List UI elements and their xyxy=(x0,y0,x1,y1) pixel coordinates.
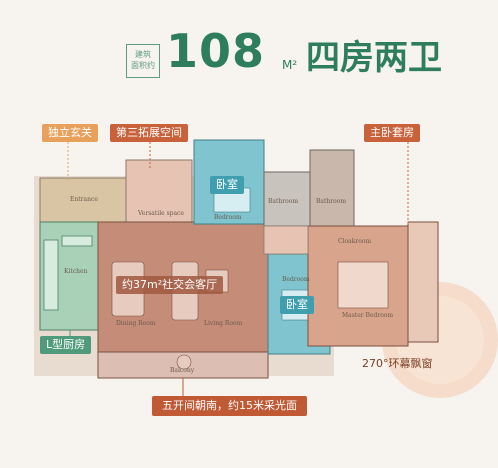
tag-kitchen: L型厨房 xyxy=(40,336,92,354)
label-bedroom-bottom: 卧室 xyxy=(280,296,314,314)
area-unit: M² xyxy=(282,58,298,72)
label-bay-window: 270°环幕飘窗 xyxy=(362,357,433,370)
label-bedroom-en2: Bedroom xyxy=(282,276,310,283)
label-bedroom-en1: Bedroom xyxy=(214,214,242,221)
label-dining: Dining Room xyxy=(116,320,156,327)
tag-living: 约37m²社交会客厅 xyxy=(116,276,224,294)
label-bedroom-top: 卧室 xyxy=(210,176,244,194)
bathroom-1 xyxy=(263,171,311,227)
area-badge: 建筑 面积约 xyxy=(126,44,160,78)
label-living: Living Room xyxy=(204,320,243,327)
label-kitchen: Kitchen xyxy=(64,268,88,275)
label-versatile: Versatile space xyxy=(138,210,184,217)
area-badge-text: 建筑 面积约 xyxy=(131,50,155,70)
label-bathroom-1: Bathroom xyxy=(268,198,299,205)
tag-foyer: 独立玄关 xyxy=(42,124,98,142)
tag-south-facing: 五开间朝南，约15米采光面 xyxy=(152,396,307,416)
label-master: Master Bedroom xyxy=(342,312,394,319)
bay-window xyxy=(407,221,439,343)
bathroom-2 xyxy=(309,149,355,227)
label-bathroom-2: Bathroom xyxy=(316,198,347,205)
label-entrance: Entrance xyxy=(70,196,98,203)
label-balcony: Balcony xyxy=(170,367,195,374)
tag-third-space: 第三拓展空间 xyxy=(110,124,188,142)
label-cloakroom: Cloakroom xyxy=(338,238,372,245)
layout-type: 四房两卫 xyxy=(306,38,442,78)
tag-master-suite: 主卧套房 xyxy=(364,124,420,142)
area-number: 108 xyxy=(166,24,266,78)
